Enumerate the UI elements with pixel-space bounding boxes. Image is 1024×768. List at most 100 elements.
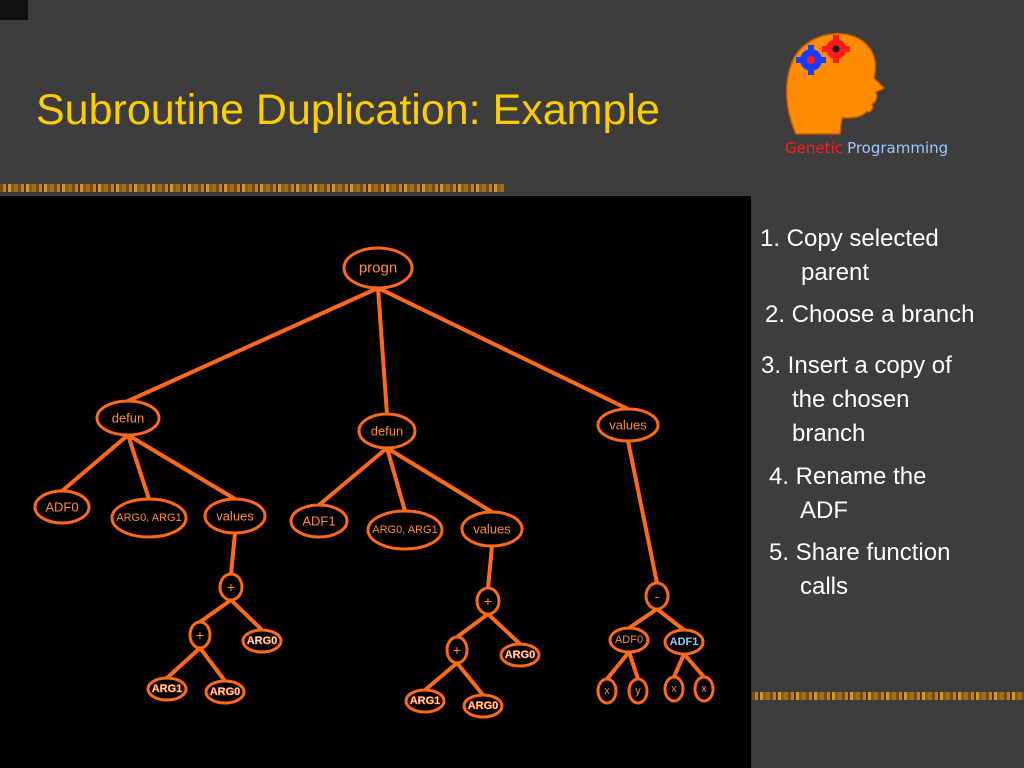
tree-edge-plus1b-arg1_a xyxy=(165,646,202,680)
tree-node-shape xyxy=(289,503,349,539)
tree-edge-plus1-arg0_a xyxy=(229,598,264,632)
tree-edge-minus-call_adf1 xyxy=(655,607,686,632)
tree-node-x2: x xyxy=(663,675,685,703)
tree-node-label: + xyxy=(196,627,204,643)
tree-node-progn: progn xyxy=(342,246,414,290)
tree-node-label: - xyxy=(655,588,660,604)
tree-node-shape xyxy=(644,581,670,611)
tree-node-label: values xyxy=(216,509,254,524)
tree-node-label: defun xyxy=(112,411,145,426)
tree-node-shape xyxy=(204,679,246,705)
tree-edge-call_adf0-x1 xyxy=(605,650,631,681)
tree-node-call_adf0: ADF0 xyxy=(608,626,650,654)
tree-node-shape xyxy=(627,677,649,705)
tree-node-shape xyxy=(188,620,212,650)
head-with-gears-icon xyxy=(785,32,886,135)
tree-edge-defun2-args2 xyxy=(385,446,407,513)
tree-node-shape xyxy=(596,407,660,443)
tree-edge-plus1b-arg0_b xyxy=(198,646,227,683)
tree-node-adf0_name: ADF0 xyxy=(33,489,91,525)
tree-node-shape xyxy=(33,489,91,525)
step-4-line-2: ADF xyxy=(800,497,848,524)
tree-node-arg0_c: ARG0 xyxy=(499,642,541,668)
step-5-line-1: 5. Share function xyxy=(769,539,951,566)
step-2: 2. Choose a branch xyxy=(765,298,974,332)
tree-node-shape xyxy=(608,626,650,654)
tree-node-label: + xyxy=(484,593,492,609)
tree-node-shape xyxy=(95,399,161,437)
tree-node-label: ADF0 xyxy=(615,634,643,646)
tree-node-minus: - xyxy=(644,581,670,611)
step-3-line-3: branch xyxy=(792,420,866,447)
genetic-programming-logo xyxy=(778,22,978,162)
tree-node-values_root: values xyxy=(596,407,660,443)
step-5: 5. Share function calls xyxy=(769,536,950,604)
blue-gear-icon xyxy=(796,45,826,75)
tree-node-label: ADF0 xyxy=(45,500,78,515)
red-gear-icon xyxy=(822,35,850,63)
tree-node-values1: values xyxy=(203,497,267,535)
tree-edge-progn-defun1 xyxy=(126,286,380,403)
tree-edge-defun2-values2 xyxy=(385,446,494,514)
tree-node-label: ARG0, ARG1 xyxy=(116,512,181,524)
tree-node-plus2: + xyxy=(475,586,501,616)
logo-word-genetic: Genetic xyxy=(785,139,843,157)
tree-node-shape xyxy=(366,509,444,551)
tree-node-shape xyxy=(357,412,417,450)
tree-node-arg0_b: ARG0 xyxy=(204,679,246,705)
tree-node-shape xyxy=(404,688,446,714)
tree-edges xyxy=(60,286,706,697)
tree-edge-plus1-plus1b xyxy=(198,598,233,624)
tree-node-shape xyxy=(460,510,524,548)
tree-node-shape xyxy=(241,628,283,654)
tree-node-label: + xyxy=(227,579,235,595)
tree-node-shape xyxy=(663,628,705,656)
tree-node-label: ADF1 xyxy=(670,636,699,648)
tree-node-label: ARG1 xyxy=(410,695,441,707)
texture-divider-right xyxy=(752,692,1024,700)
step-1-line-1: 1. Copy selected xyxy=(760,225,939,252)
tree-edge-plus2b-arg0_d xyxy=(455,661,485,697)
tree-node-shape xyxy=(596,677,618,705)
step-2-line-1: 2. Choose a branch xyxy=(765,301,975,328)
tree-edge-defun1-args1 xyxy=(126,433,151,501)
slide-title: Subroutine Duplication: Example xyxy=(36,86,660,134)
tree-node-arg0_a: ARG0 xyxy=(241,628,283,654)
tree-edge-call_adf1-x2 xyxy=(672,652,686,679)
tree-node-plus2b: + xyxy=(445,635,469,665)
tree-node-args2: ARG0, ARG1 xyxy=(366,509,444,551)
tree-node-adf1_name: ADF1 xyxy=(289,503,349,539)
tree-edge-minus-call_adf0 xyxy=(627,607,659,630)
tree-edge-progn-defun2 xyxy=(376,286,389,416)
tree-node-arg0_d: ARG0 xyxy=(462,693,504,719)
tree-node-defun1: defun xyxy=(95,399,161,437)
tree-node-label: x xyxy=(701,683,707,695)
tree-node-shape xyxy=(663,675,685,703)
tree-node-label: ARG0 xyxy=(505,649,536,661)
step-1: 1. Copy selected parent xyxy=(760,222,939,290)
tree-node-label: ARG0 xyxy=(468,700,499,712)
tree-node-shape xyxy=(110,497,188,539)
tree-edge-plus2b-arg1_c xyxy=(423,661,459,692)
tree-node-x1: x xyxy=(596,677,618,705)
tree-node-shape xyxy=(462,693,504,719)
logo-caption: Genetic Programming xyxy=(785,139,948,157)
step-1-line-2: parent xyxy=(801,259,870,286)
logo-word-programming: Programming xyxy=(847,139,949,157)
tree-node-arg1_c: ARG1 xyxy=(404,688,446,714)
tree-node-shape xyxy=(203,497,267,535)
step-4-line-1: 4. Rename the xyxy=(769,463,927,490)
tree-node-shape xyxy=(475,586,501,616)
tree-node-label: x xyxy=(604,685,610,697)
tree-node-call_adf1: ADF1 xyxy=(663,628,705,656)
tree-edge-plus2-plus2b xyxy=(455,612,490,639)
tree-node-arg1_a: ARG1 xyxy=(146,676,188,702)
tree-node-label: ARG0, ARG1 xyxy=(372,524,437,536)
tree-node-label: x xyxy=(671,683,677,695)
step-3-line-1: 3. Insert a copy of xyxy=(761,352,952,379)
tree-node-args1: ARG0, ARG1 xyxy=(110,497,188,539)
tree-edge-call_adf1-x3 xyxy=(682,652,706,679)
tree-edge-progn-values_root xyxy=(376,286,630,411)
